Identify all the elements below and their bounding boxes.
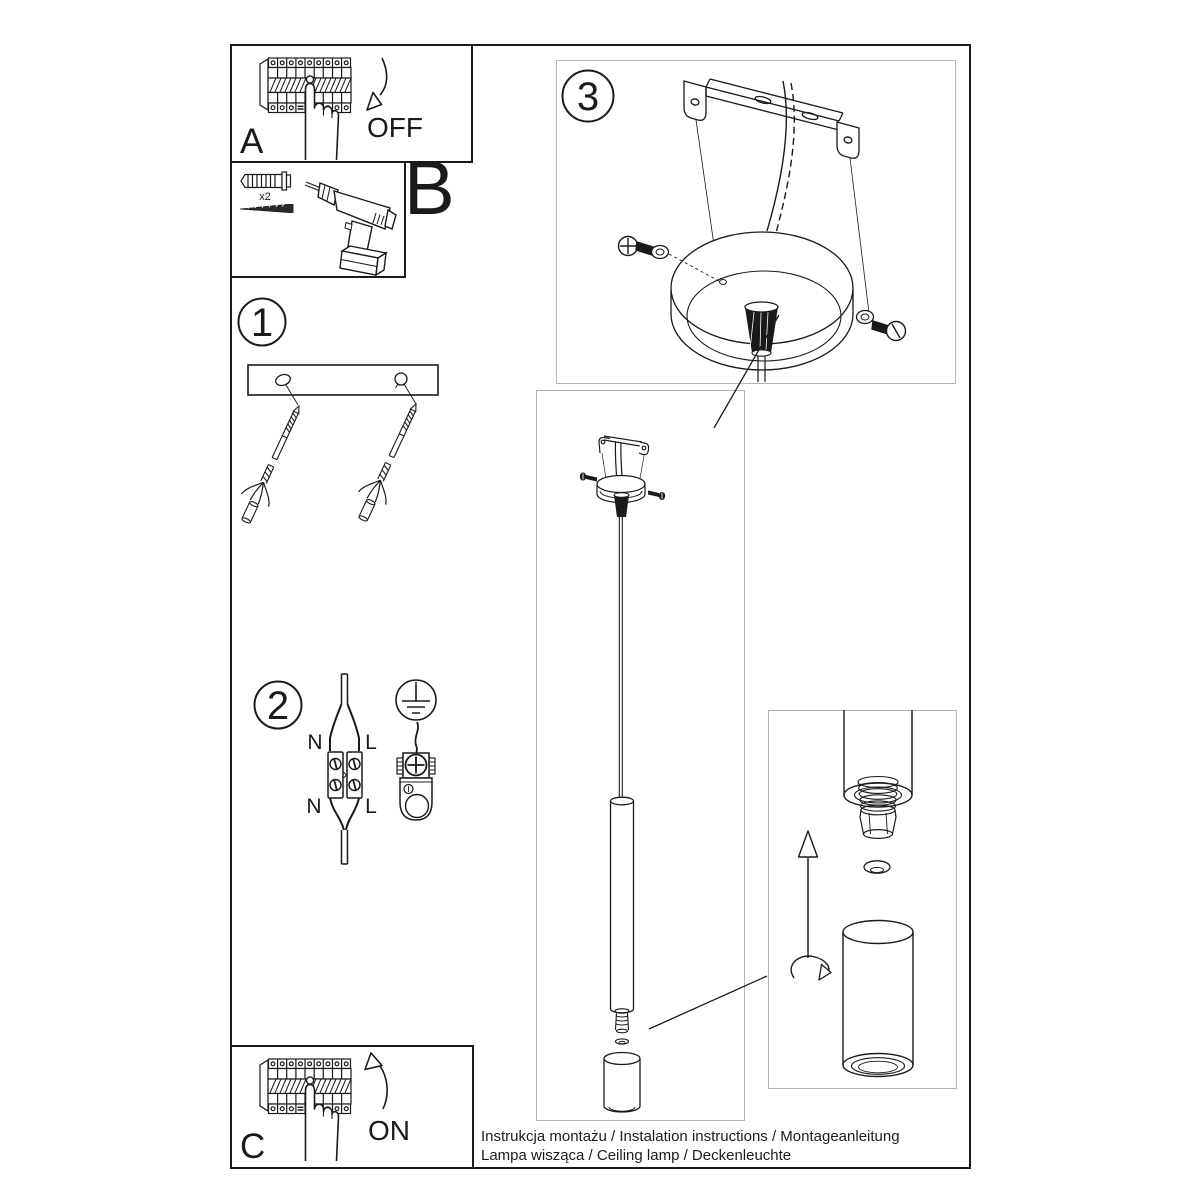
rotate-arrow-icon bbox=[790, 955, 832, 981]
ground-terminal-drawing bbox=[396, 721, 436, 821]
suspension-cable-drawing bbox=[618, 517, 623, 799]
panel-a-label: A bbox=[240, 122, 264, 161]
screw-washer-left-icon bbox=[617, 235, 720, 282]
circuit-breaker-hand-icon bbox=[259, 57, 352, 161]
step2-number-circle bbox=[253, 680, 303, 730]
socket-drawing bbox=[614, 1008, 630, 1034]
tools-illustration: x2 bbox=[239, 171, 397, 277]
neutral-label-top: N bbox=[307, 731, 322, 754]
wall-plug-icon bbox=[240, 171, 292, 191]
line-label-bottom: L bbox=[365, 795, 377, 818]
lamp-tube-drawing bbox=[609, 796, 635, 1014]
socket-detail-drawing bbox=[859, 804, 897, 839]
screw-and-anchor-icon bbox=[347, 397, 431, 527]
pendant-assembly-illustration bbox=[579, 435, 666, 1113]
step1-number-circle bbox=[237, 297, 287, 347]
terminal-block-drawing bbox=[327, 673, 363, 865]
tube-end-drawing bbox=[843, 710, 913, 808]
screw-icon bbox=[239, 203, 294, 213]
line-label-top: L bbox=[365, 731, 377, 754]
footer-line-2: Lampa wisząca / Ceiling lamp / Deckenleu… bbox=[481, 1147, 792, 1164]
step3-number: 3 bbox=[577, 75, 599, 119]
arrow-up-icon bbox=[797, 830, 819, 958]
step2-illustration: 2 N L N L bbox=[253, 673, 437, 865]
step3-number-circle bbox=[561, 69, 615, 123]
arrow-up-icon bbox=[364, 1052, 388, 1110]
ceiling-bracket-drawing bbox=[683, 78, 860, 159]
mini-grip-cone-drawing bbox=[613, 492, 630, 517]
shade-detail-illustration bbox=[790, 710, 914, 1078]
neutral-label-bottom: N bbox=[306, 795, 321, 818]
footer-line-1: Instrukcja montażu / Instalation instruc… bbox=[481, 1128, 900, 1145]
side-screw-left-icon bbox=[579, 472, 597, 482]
shade-detail-drawing bbox=[842, 919, 914, 1078]
ground-symbol-icon bbox=[395, 679, 437, 721]
quantity-label: x2 bbox=[259, 191, 271, 203]
panel-c-label: C bbox=[240, 1127, 265, 1166]
side-screw-right-icon bbox=[648, 490, 666, 500]
alignment-line bbox=[285, 383, 417, 406]
circuit-breaker-hand-icon bbox=[259, 1058, 352, 1162]
thread-drawing bbox=[857, 775, 899, 812]
detail-inset-box bbox=[768, 710, 957, 1089]
arrow-down-icon bbox=[366, 57, 388, 111]
screw-washer-right-icon bbox=[855, 309, 907, 342]
panel-b-label: B bbox=[404, 146, 455, 231]
step1-illustration: 1 bbox=[230, 297, 439, 529]
screw-and-anchor-icon bbox=[230, 399, 314, 529]
bulb-drawing bbox=[614, 1038, 630, 1045]
on-label: ON bbox=[368, 1115, 410, 1146]
step3-illustration: 3 bbox=[561, 69, 907, 382]
footer-captions: Instrukcja montażu / Instalation instruc… bbox=[481, 1127, 966, 1165]
drill-icon bbox=[304, 181, 397, 277]
mounting-bracket-drawing bbox=[247, 364, 439, 396]
power-on-illustration: C ON bbox=[240, 1052, 410, 1166]
shade-cylinder-drawing bbox=[603, 1051, 641, 1113]
power-cable-drawing bbox=[766, 80, 795, 234]
step1-number: 1 bbox=[251, 301, 273, 345]
off-label: OFF bbox=[367, 112, 423, 143]
power-off-illustration: A OFF bbox=[240, 57, 423, 161]
bulb-detail-drawing bbox=[863, 860, 891, 874]
step2-number: 2 bbox=[267, 684, 289, 728]
